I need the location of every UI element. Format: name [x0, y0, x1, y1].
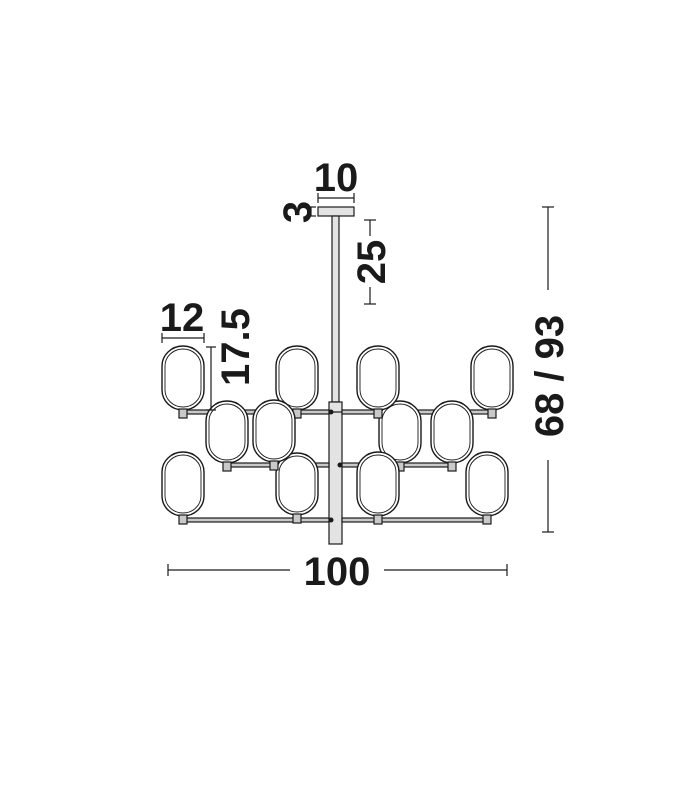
glass-globe: [161, 345, 205, 419]
glass-globe: [356, 345, 400, 419]
glass-globe: [275, 345, 319, 419]
dimension-total-width: 100: [167, 550, 508, 594]
glass-globe: [465, 451, 509, 525]
label-canopy-height: 3: [276, 201, 320, 223]
glass-globe: [470, 345, 514, 419]
label-canopy-width: 10: [314, 156, 359, 200]
label-rod-length: 25: [350, 240, 394, 285]
dimension-canopy-height: 3: [276, 201, 320, 223]
label-total-height: 68 / 93: [528, 315, 572, 437]
rod: [331, 215, 340, 403]
globes: [161, 345, 514, 525]
label-globe-height: 17.5: [214, 308, 258, 386]
label-globe-width: 12: [160, 296, 205, 340]
dimension-rod-length: 25: [350, 219, 394, 305]
glass-globe: [430, 400, 474, 472]
glass-globe: [252, 399, 296, 471]
dimension-globe-width: 12: [160, 296, 205, 343]
label-total-width: 100: [304, 550, 371, 594]
glass-globe: [356, 451, 400, 525]
dimension-globe-height: 17.5: [206, 308, 258, 411]
glass-globe: [378, 400, 422, 472]
glass-globe: [275, 452, 319, 524]
dimension-total-height: 68 / 93: [528, 206, 572, 533]
canopy: [317, 206, 355, 217]
dimension-canopy-width: 10: [314, 156, 359, 203]
glass-globe: [161, 451, 205, 525]
central-body: [328, 401, 343, 545]
glass-globe: [205, 400, 249, 472]
